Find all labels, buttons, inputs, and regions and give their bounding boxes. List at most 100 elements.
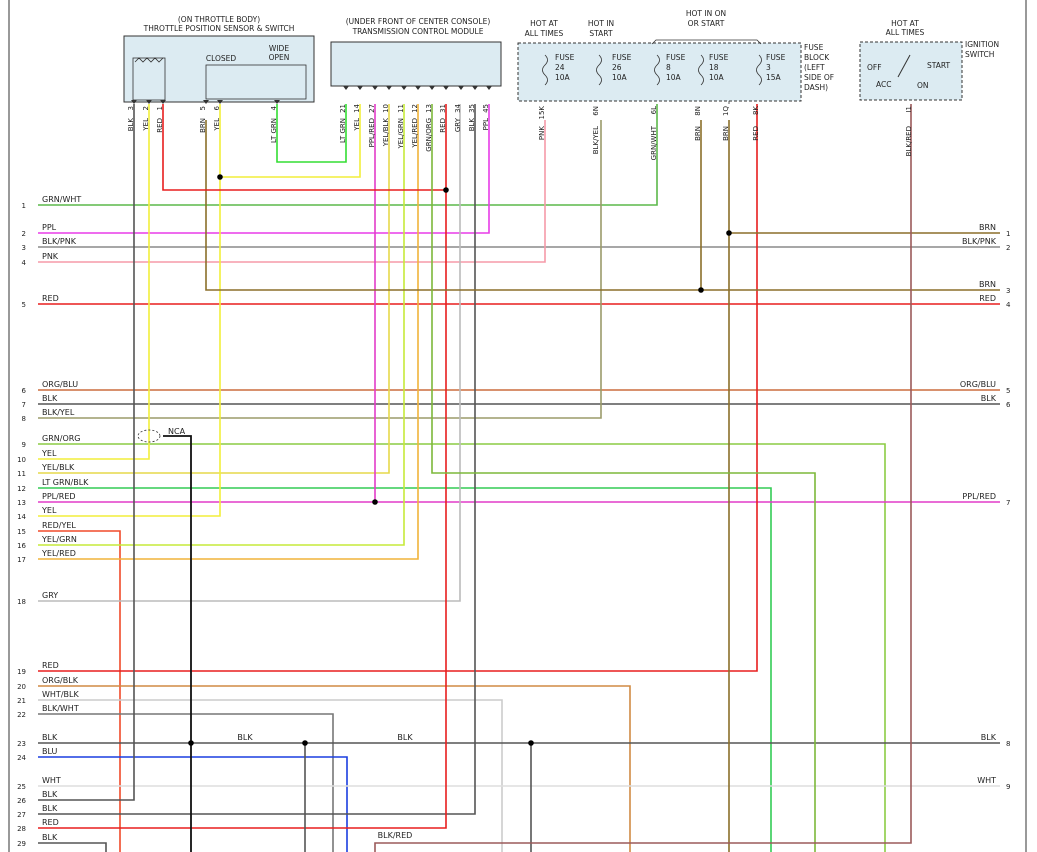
- fuse-pin-wire: PNK: [538, 126, 546, 140]
- fuse-block-label: DASH): [804, 83, 828, 92]
- left-row-number: 27: [17, 811, 26, 819]
- fuse-label: FUSE: [666, 53, 686, 62]
- fuse-header: HOT AT: [530, 19, 558, 28]
- fuse-symbol: [542, 54, 548, 86]
- tcm-pin-wire: YEL/BLK: [382, 118, 390, 148]
- left-row-wire-label: LT GRN/BLK: [42, 478, 89, 487]
- pin-arrow: [415, 86, 421, 90]
- fuse-header: HOT IN: [588, 19, 614, 28]
- wire-red-yel: [38, 530, 121, 852]
- left-row-wire-label: RED/YEL: [42, 521, 76, 530]
- splice-dot: [372, 499, 378, 505]
- left-row-number: 22: [17, 711, 26, 719]
- left-row-wire-label: BLK: [42, 790, 58, 799]
- fuse-label: FUSE: [555, 53, 575, 62]
- left-row-wire-label: PNK: [42, 252, 59, 261]
- tps-pin-wire: YEL: [142, 118, 150, 132]
- ignition-hot-label: ALL TIMES: [886, 28, 925, 37]
- left-row-wire-label: GRN/ORG: [42, 434, 81, 443]
- right-row-number: 7: [1006, 499, 1010, 507]
- tps-wide-label: WIDE: [269, 44, 289, 53]
- fuse-symbol: [596, 54, 602, 86]
- right-row-wire-label: BLK: [981, 733, 997, 742]
- pin-arrow: [401, 86, 407, 90]
- fuse-pin-number: 6L: [650, 106, 658, 114]
- left-row-number: 3: [22, 244, 26, 252]
- wire-blk-29: [38, 842, 107, 852]
- wire-yel-blk: [38, 104, 390, 474]
- fuse-header: START: [589, 29, 613, 38]
- left-row-number: 10: [17, 456, 26, 464]
- right-row-wire-label: BLK/PNK: [962, 237, 997, 246]
- tcm-pin-number: 45: [482, 104, 490, 113]
- pin-arrow: [357, 86, 363, 90]
- tcm-pin-number: 14: [353, 103, 361, 112]
- fuse-pin-wire: BLK/YEL: [592, 126, 600, 154]
- wire-nca: [163, 435, 192, 852]
- tcm-pin-wire: RED: [439, 118, 447, 133]
- tcm-pin-number: 21: [339, 104, 347, 113]
- right-row-number: 3: [1006, 287, 1010, 295]
- nca-circle: [137, 429, 161, 443]
- wire-pnk: [38, 120, 546, 263]
- fuse-header: OR START: [688, 19, 725, 28]
- left-row-wire-label: WHT: [42, 776, 61, 785]
- component-boxes: [123, 35, 963, 104]
- wire-yel-10: [38, 104, 150, 460]
- left-row-wire-label: BLK: [42, 833, 58, 842]
- fuse-block-label: BLOCK: [804, 53, 830, 62]
- wire-blk-yel: [38, 120, 602, 419]
- right-row-wire-label: ORG/BLU: [960, 380, 996, 389]
- wire-lt-grn-blk: [38, 487, 772, 852]
- left-row-number: 23: [17, 740, 26, 748]
- tcm-pin-number: 31: [439, 104, 447, 113]
- ignition-label: IGNITION: [965, 40, 999, 49]
- left-row-wire-label: GRY: [42, 591, 58, 600]
- left-row-wire-label: WHT/BLK: [42, 690, 79, 699]
- pin-arrow: [274, 100, 280, 104]
- left-row-wire-label: BLK: [42, 733, 58, 742]
- fuse-header: ALL TIMES: [525, 29, 564, 38]
- tcm-pin-wire: GRY: [454, 117, 462, 132]
- right-row-wire-label: BLK: [981, 394, 997, 403]
- tps-title: THROTTLE POSITION SENSOR & SWITCH: [143, 24, 295, 33]
- wire-yel-tcm14: [220, 104, 361, 178]
- wire-red-19: [38, 104, 758, 672]
- pin-arrow: [203, 100, 209, 104]
- tcm-pin-number: 11: [397, 104, 405, 113]
- wire-grn-org: [38, 443, 886, 852]
- left-row-number: 9: [22, 441, 26, 449]
- left-row-number: 12: [17, 485, 26, 493]
- tps-pin-wire: LT GRN: [270, 118, 278, 143]
- right-row-wire-label: BRN: [979, 223, 996, 232]
- left-row-number: 14: [17, 513, 26, 521]
- pin-arrow: [486, 86, 492, 90]
- fuse-label: 18: [709, 63, 719, 72]
- fuse-symbol: [698, 54, 704, 86]
- left-row-number: 16: [17, 542, 26, 550]
- wire-blk-wht: [38, 713, 334, 852]
- left-row-number: 6: [22, 387, 27, 395]
- tps-title: (ON THROTTLE BODY): [178, 15, 260, 24]
- wire-yel-grn: [38, 104, 405, 546]
- tps-pin-number: 6: [213, 105, 221, 110]
- left-row-wire-label: RED: [42, 661, 59, 670]
- tcm-pin-wire: GRN/ORG: [425, 118, 433, 152]
- left-row-wire-label: RED: [42, 818, 59, 827]
- wires: [38, 87, 1000, 852]
- left-row-wire-label: BLU: [42, 747, 58, 756]
- fuse-pin-wire: BRN: [694, 126, 702, 141]
- tcm-pin-number: 12: [411, 104, 419, 113]
- tcm-pin-wire: PPL/RED: [368, 118, 376, 147]
- ign-pin-number: I1: [905, 106, 913, 113]
- fuse-block-box: [517, 42, 802, 102]
- fuse-label: 8: [666, 63, 671, 72]
- fuse-label: 10A: [612, 73, 628, 82]
- tps-pin-number: 1: [156, 106, 164, 110]
- pin-arrow: [472, 86, 478, 90]
- left-row-wire-label: BLK/WHT: [42, 704, 79, 713]
- right-row-number: 1: [1006, 230, 1010, 238]
- wire-grn-wht: [38, 104, 658, 206]
- tps-pin-wire: YEL: [213, 118, 221, 132]
- fuse-label: 10A: [709, 73, 725, 82]
